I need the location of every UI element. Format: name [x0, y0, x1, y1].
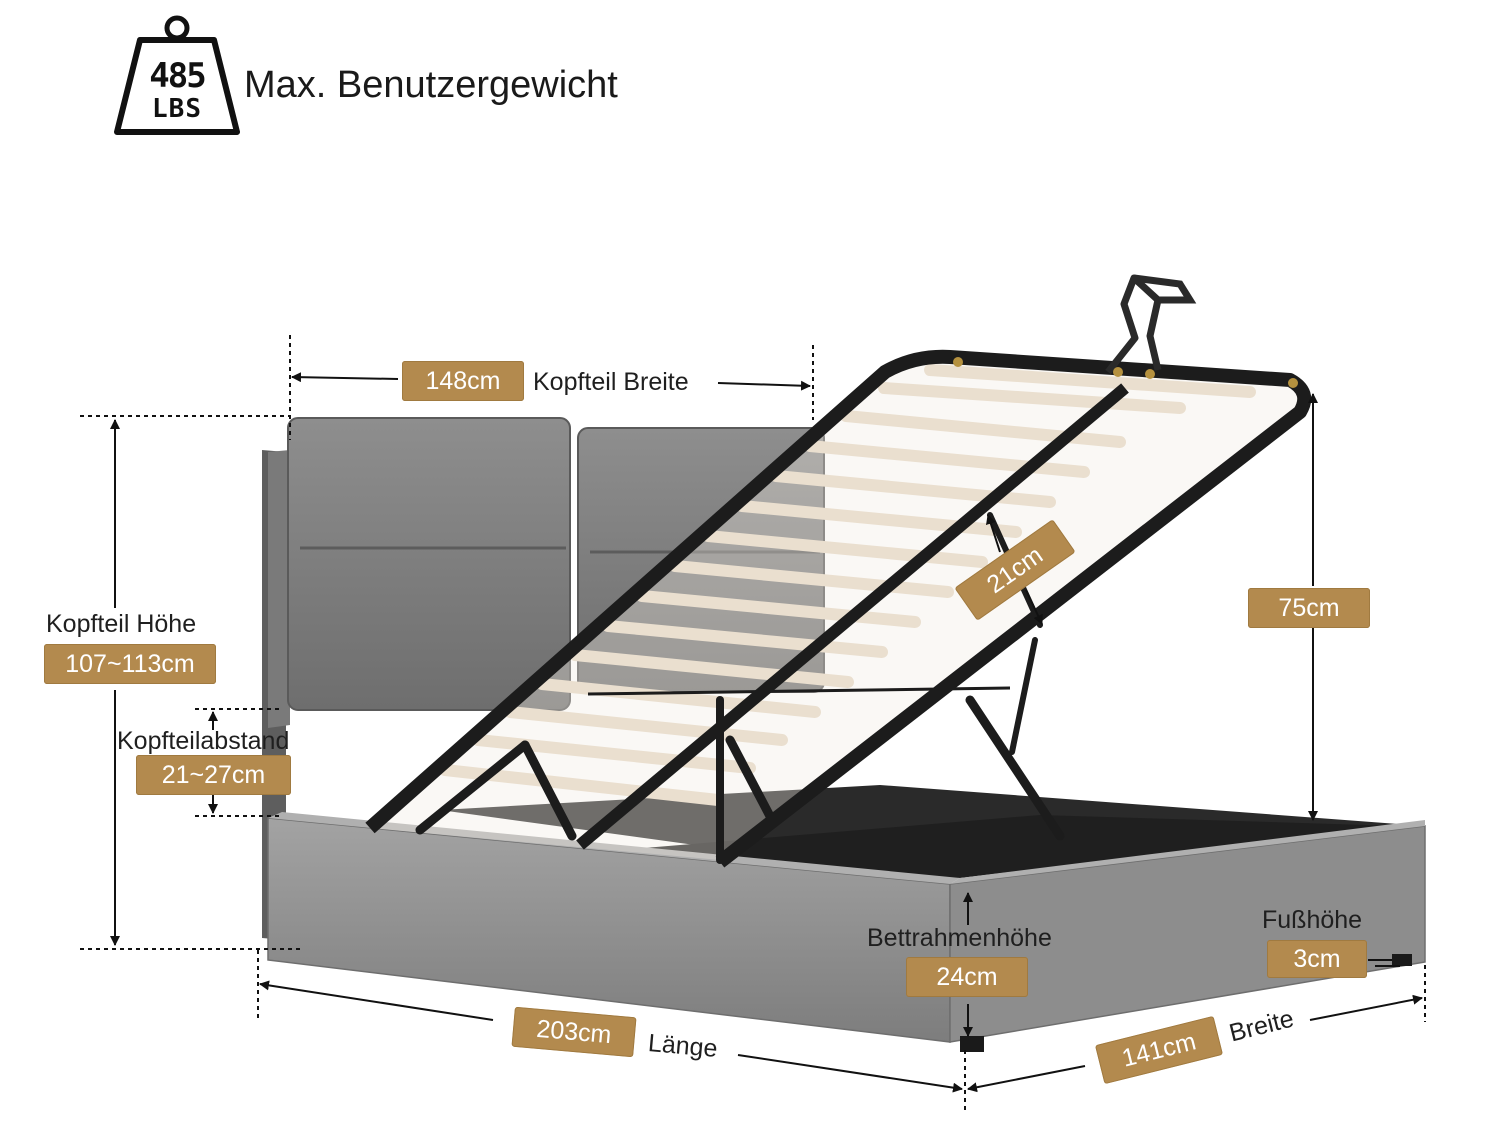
- lift-height-value: 75cm: [1248, 588, 1370, 628]
- bed-frame: [267, 812, 1426, 1052]
- length-label: Länge: [646, 1029, 719, 1063]
- headboard-height-label: Kopfteil Höhe: [46, 610, 197, 638]
- left-cushion: [287, 417, 571, 711]
- storage-box: [440, 785, 1425, 880]
- weight-value: 485: [149, 56, 206, 96]
- page-title: Max. Benutzergewicht: [244, 64, 618, 106]
- weight-icon: 485 LBS: [112, 12, 242, 142]
- headboard-width-value: 148cm: [402, 361, 524, 401]
- lift-handle: [1105, 274, 1162, 375]
- headboard-width-label: Kopfteil Breite: [533, 368, 689, 396]
- weight-unit: LBS: [152, 94, 202, 124]
- frame-height-label: Bettrahmenhöhe: [867, 924, 1052, 952]
- foot-height-label: Fußhöhe: [1262, 906, 1363, 934]
- foot-side: [1392, 954, 1412, 966]
- foot-height-value: 3cm: [1267, 940, 1367, 978]
- dimension-lines: [80, 335, 1426, 1110]
- headboard-gap-label: Kopfteilabstand: [117, 727, 290, 755]
- headboard-gap-value: 21~27cm: [136, 755, 291, 795]
- headboard-height-value: 107~113cm: [44, 644, 216, 684]
- foot-front: [960, 1036, 984, 1052]
- frame-height-value: 24cm: [906, 957, 1028, 997]
